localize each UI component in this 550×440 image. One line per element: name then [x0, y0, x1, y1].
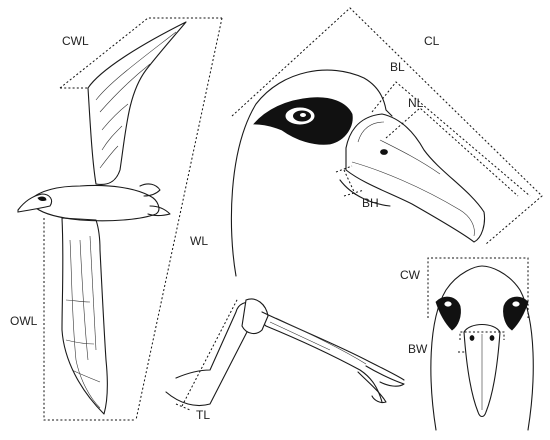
- owl-measurement-line: [43, 218, 136, 421]
- cwl-label: CWL: [62, 34, 89, 48]
- albatross-head-drawing: [230, 69, 486, 277]
- cw-label: CW: [400, 268, 420, 282]
- tl-label: TL: [196, 408, 211, 422]
- owl-label: OWL: [10, 314, 38, 328]
- cw-measurement-line: [427, 257, 529, 318]
- wl-measurement-line: [135, 17, 223, 421]
- albatross-leg-drawing: [165, 298, 405, 407]
- tl-measurement-line: [181, 297, 239, 407]
- bh-tick-bottom: [343, 189, 365, 197]
- bw-measurement-line: [459, 331, 505, 340]
- bh-label: BH: [362, 196, 379, 210]
- bl-measurement-line: [371, 81, 531, 197]
- bw-label: BW: [408, 342, 428, 356]
- cl-measurement-line: [231, 7, 543, 245]
- frontal-head-drawing: [430, 265, 534, 431]
- nl-label: NL: [408, 96, 424, 110]
- bh-measurement-line: [343, 169, 357, 197]
- flying-albatross-drawing: [17, 21, 187, 415]
- tl-tick-end: [175, 403, 191, 411]
- cl-label: CL: [424, 34, 440, 48]
- wl-label: WL: [190, 234, 208, 248]
- bh-tick-top: [335, 165, 353, 173]
- bl-label: BL: [390, 60, 405, 74]
